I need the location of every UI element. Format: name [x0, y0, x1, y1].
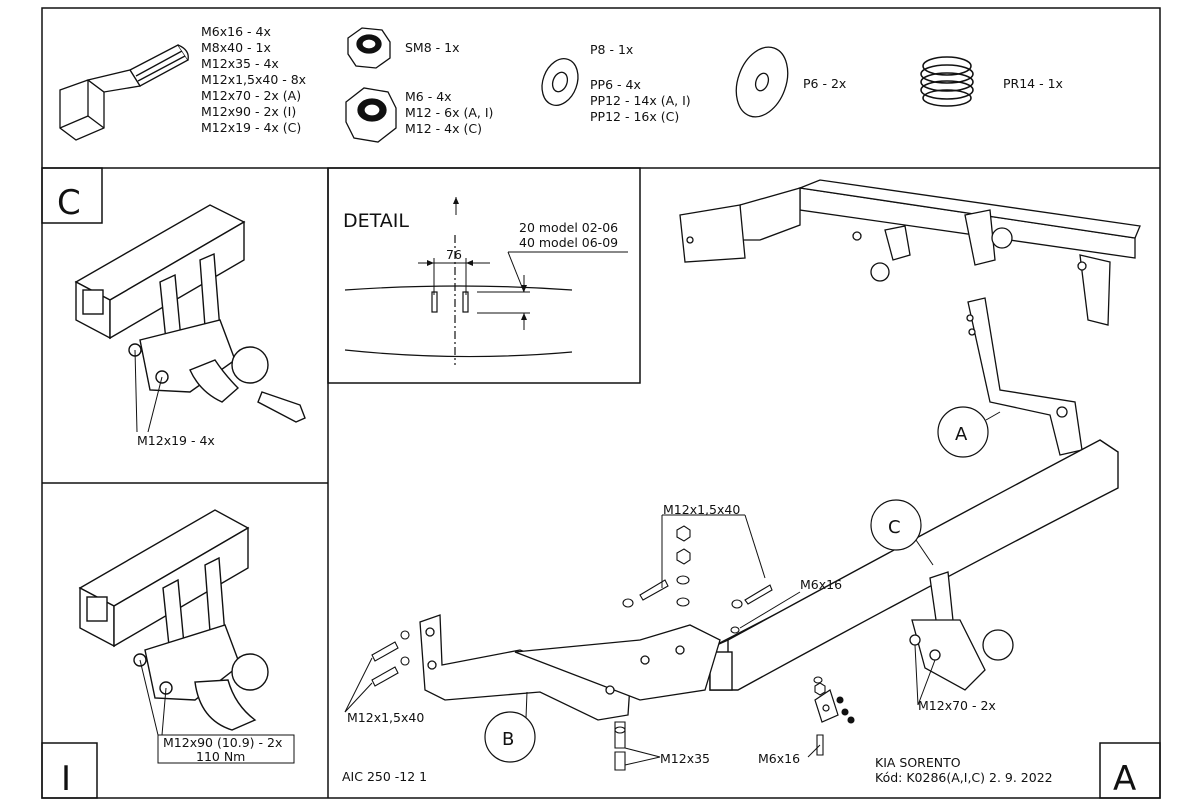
label-m12x15x40-left: M12x1,5x40 [347, 710, 424, 725]
hardware-stack-bottom [614, 721, 626, 771]
small-washer-icon [541, 58, 579, 106]
label-m6x16-top: M6x16 [800, 577, 842, 592]
bolt-spec-4: M12x1,5x40 - 8x [201, 72, 306, 87]
main-assembly: A C B M12x1,5x40 M6x16 M [344, 179, 1141, 799]
side-bracket-b [419, 614, 721, 721]
washer-spec-2: PP6 - 4x [590, 77, 641, 92]
torque-label-box [157, 734, 295, 764]
nut-spec-3: M12 - 4x (C) [405, 121, 482, 136]
square-tube-i [78, 509, 250, 648]
panel-c-letter: C [57, 183, 81, 223]
detail-title: DETAIL [343, 210, 409, 232]
main-variant-letter: A [1113, 759, 1136, 799]
spring-text: PR14 - 1x [1003, 76, 1063, 91]
lock-nut-icon [347, 27, 391, 69]
label-m6x16-bottom: M6x16 [758, 751, 800, 766]
bolts-text: M6x16 - 4x M8x40 - 1x M12x35 - 4x M12x1,… [201, 24, 306, 135]
spring-icon [920, 56, 974, 107]
bolt-spec-5: M12x70 - 2x (A) [201, 88, 301, 103]
hardware-stack-small [813, 676, 855, 756]
detail-panel: DETAIL 76 20 model 02-06 40 mod [343, 197, 628, 365]
tow-ball-c [189, 346, 306, 423]
washer-spec-4: PP12 - 16x (C) [590, 109, 679, 124]
hex-nut-icon [345, 87, 397, 143]
panel-i-bolt-label: M12x90 (10.9) - 2x [163, 735, 282, 750]
bolt-spec-3: M12x35 - 4x [201, 56, 279, 71]
panel-i-torque-label: 110 Nm [196, 749, 245, 764]
callout-b: B [484, 691, 536, 763]
hardware-stack-center [622, 525, 773, 634]
label-leaders [344, 514, 936, 766]
detail-note-1: 20 model 02-06 [519, 220, 618, 235]
towbar-beam [709, 439, 1119, 691]
nuts-text: M6 - 4x M12 - 6x (A, I) M12 - 4x (C) [405, 89, 493, 136]
detail-note-2: 40 model 06-09 [519, 235, 618, 250]
kod-line: Kód: K0286(A,I,C) 2. 9. 2022 [875, 770, 1053, 785]
panel-c-bolt-label: M12x19 - 4x [137, 433, 215, 448]
callout-i-leaders [139, 659, 167, 736]
small-washers-text: P8 - 1x PP6 - 4x PP12 - 14x (A, I) PP12 … [590, 42, 691, 124]
tow-ball-i [194, 653, 269, 731]
ball-mount-a [909, 571, 1014, 691]
vehicle-crossmember [679, 179, 1141, 326]
label-m12x70: M12x70 - 2x [918, 698, 996, 713]
large-washer-text: P6 - 2x [803, 76, 846, 91]
label-m12x15x40-top: M12x1,5x40 [663, 502, 740, 517]
lock-nut-text: SM8 - 1x [405, 40, 459, 55]
callout-a-letter: A [955, 424, 968, 445]
callout-c-leaders [134, 349, 163, 433]
dimension-76 [418, 258, 490, 295]
vehicle-name: KIA SORENTO [875, 755, 961, 770]
bolt-spec-1: M6x16 - 4x [201, 24, 271, 39]
label-m12x35: M12x35 [660, 751, 710, 766]
panel-i-variant: I M12x90 (10.9) - 2x 110 Nm [61, 509, 295, 799]
dimension-value: 76 [446, 247, 462, 262]
hardware-stack-left [371, 630, 410, 687]
bolt-icon [59, 44, 189, 141]
dimension-offset [477, 251, 628, 330]
sheet-frame [41, 7, 1161, 799]
callout-a: A [937, 406, 1001, 458]
socket-plate [814, 689, 839, 723]
panel-i-letter: I [61, 759, 71, 799]
bolt-spec-6: M12x90 - 2x (I) [201, 104, 296, 119]
callout-c: C [870, 499, 934, 566]
callout-c-letter: C [888, 517, 901, 538]
bolt-spec-7: M12x19 - 4x (C) [201, 120, 301, 135]
washer-spec-3: PP12 - 14x (A, I) [590, 93, 691, 108]
nut-spec-2: M12 - 6x (A, I) [405, 105, 493, 120]
panel-c-variant: C M12x19 - 4x [57, 183, 306, 448]
bolt-spec-2: M8x40 - 1x [201, 40, 271, 55]
square-tube-c [74, 204, 246, 340]
detail-bumper-lines [344, 285, 573, 358]
large-washer-icon [735, 46, 789, 118]
washer-spec-1: P8 - 1x [590, 42, 633, 57]
drawing-code: AIC 250 -12 1 [342, 769, 427, 784]
nut-spec-1: M6 - 4x [405, 89, 452, 104]
parts-list: M6x16 - 4x M8x40 - 1x M12x35 - 4x M12x1,… [59, 24, 1063, 143]
callout-b-letter: B [502, 729, 514, 750]
